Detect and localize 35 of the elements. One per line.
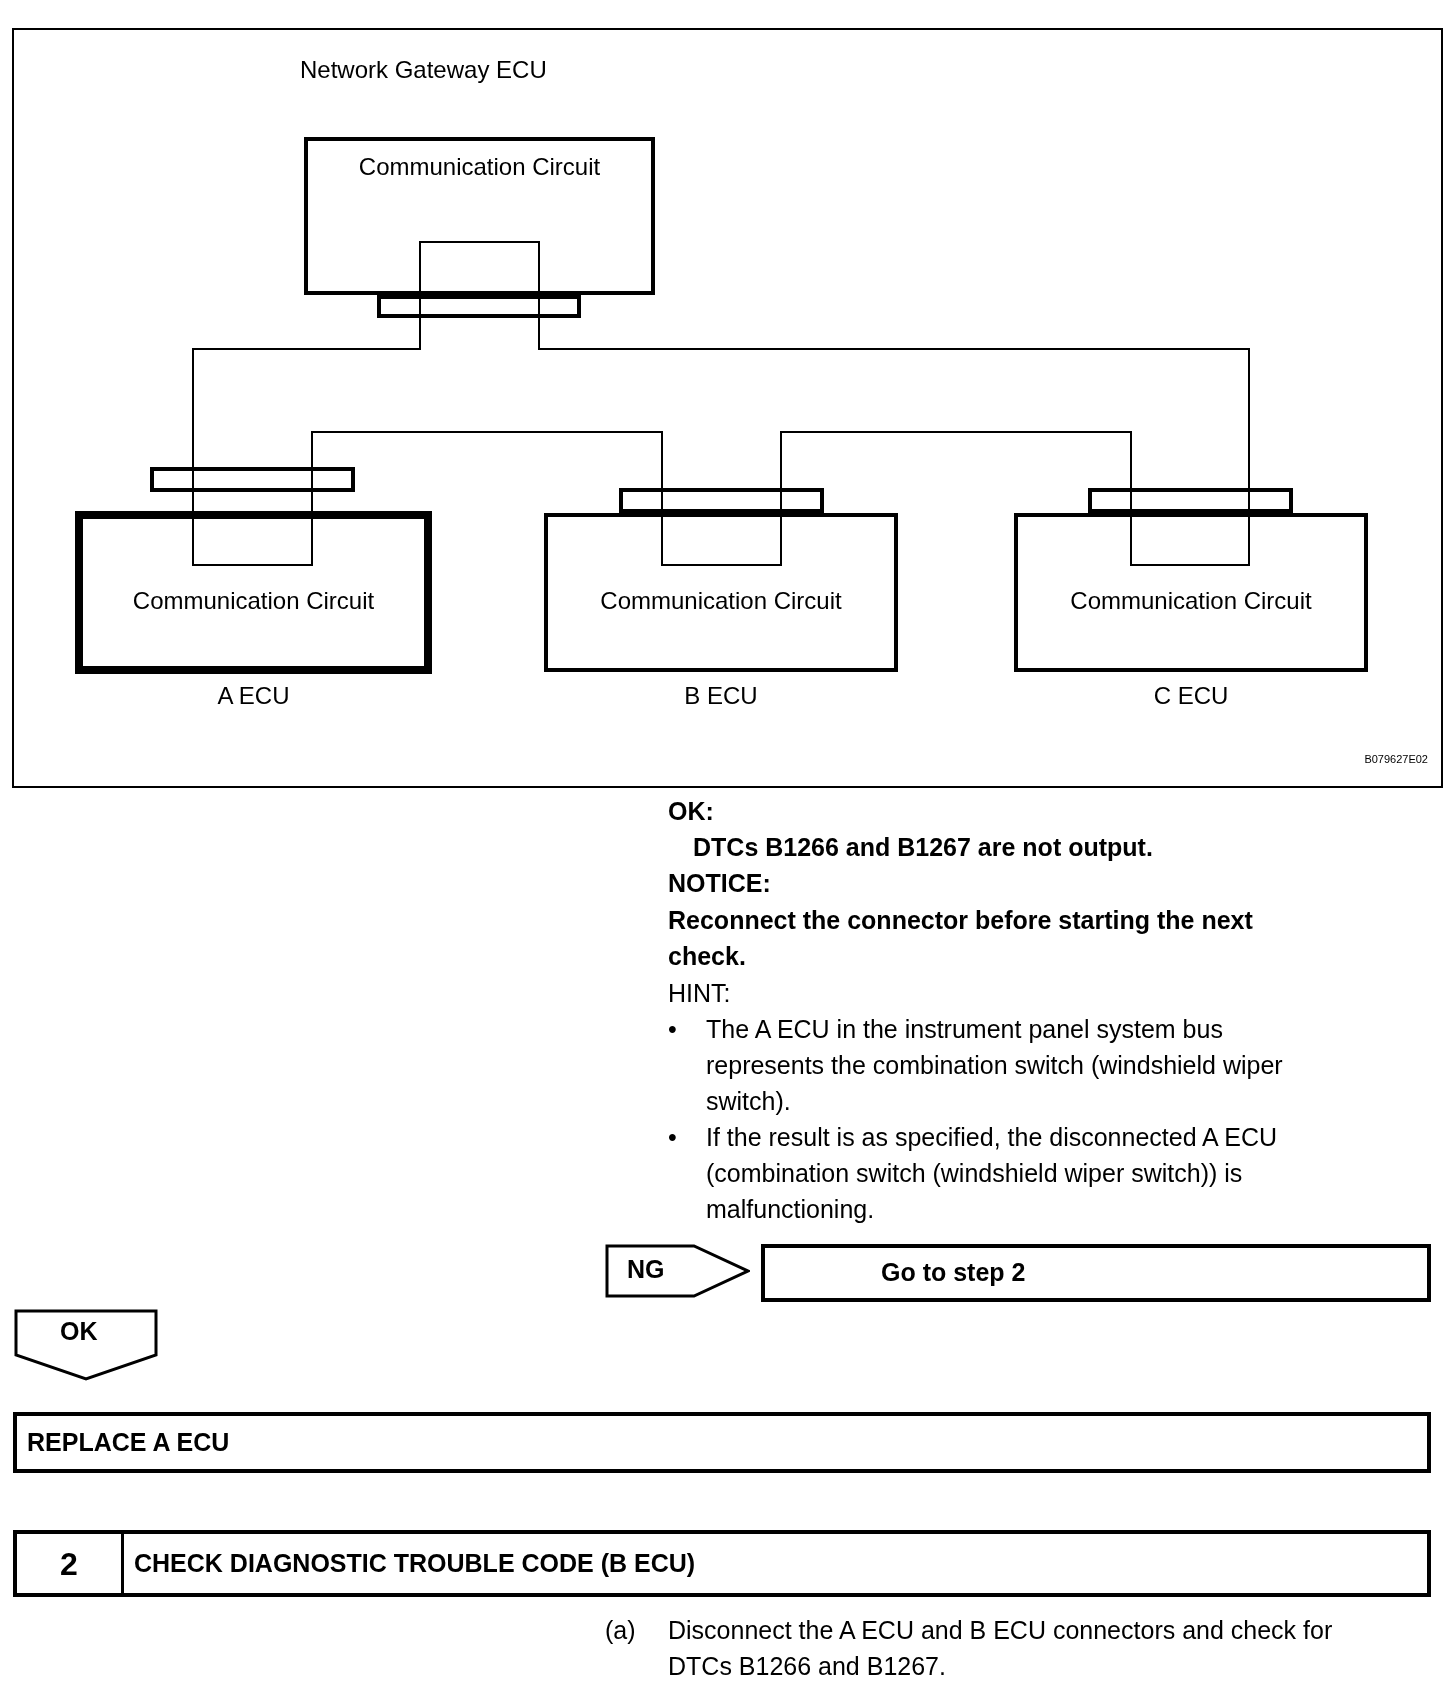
step-header-box [13, 1530, 1431, 1597]
notice-heading: NOTICE: [668, 869, 771, 897]
step-number: 2 [60, 1544, 78, 1584]
ecu-name: Network Gateway ECU [300, 56, 547, 83]
ecu-name: A ECU [217, 682, 290, 709]
result-tag [605, 1244, 750, 1298]
instruction-text: Disconnect the A ECU and B ECU connectors and check for DTCs B1266 and B1267. [668, 1616, 1333, 1680]
bus-wire [538, 317, 1250, 489]
hint-text: If the result is as specified, the disconnected A ECU (combination switch (windshield wiper switch)) is malfunctioning. [706, 1123, 1278, 1223]
action-box [13, 1412, 1431, 1473]
step-title: CHECK DIAGNOSTIC TROUBLE CODE (B ECU) [134, 1547, 696, 1579]
ecu-name: C ECU [1153, 682, 1229, 709]
result-tag-down [14, 1309, 158, 1381]
result-text: DTCs B1266 and B1267 are not output. [693, 833, 1153, 861]
step-item-marker: (a) [605, 1616, 636, 1644]
ecu-name: B ECU [684, 682, 758, 709]
bullet: • [668, 1015, 677, 1043]
bus-wire [192, 317, 421, 468]
circuit-label: Communication Circuit [600, 587, 842, 614]
bus-wire [780, 431, 1132, 489]
hint-text: The A ECU in the instrument panel system bus represents the combination switch (windshield wiper switch). [706, 1015, 1283, 1115]
action-label: REPLACE A ECU [27, 1426, 230, 1458]
drawing-code: B079627E02 [1364, 753, 1428, 765]
bus-wire [311, 431, 663, 489]
bullet: • [668, 1123, 677, 1151]
circuit-label: Communication Circuit [1070, 587, 1312, 614]
hint-heading: HINT: [668, 979, 731, 1007]
tag-label: OK [60, 1317, 98, 1345]
result-label: Go to step 2 [881, 1257, 1026, 1289]
circuit-label: Communication Circuit [132, 587, 375, 614]
result-box [761, 1244, 1431, 1302]
circuit-label: Communication Circuit [358, 153, 601, 180]
tag-label: NG [627, 1255, 665, 1283]
notice-text: Reconnect the connector before starting the next check. [668, 906, 1253, 970]
result-heading: OK: [668, 797, 714, 825]
